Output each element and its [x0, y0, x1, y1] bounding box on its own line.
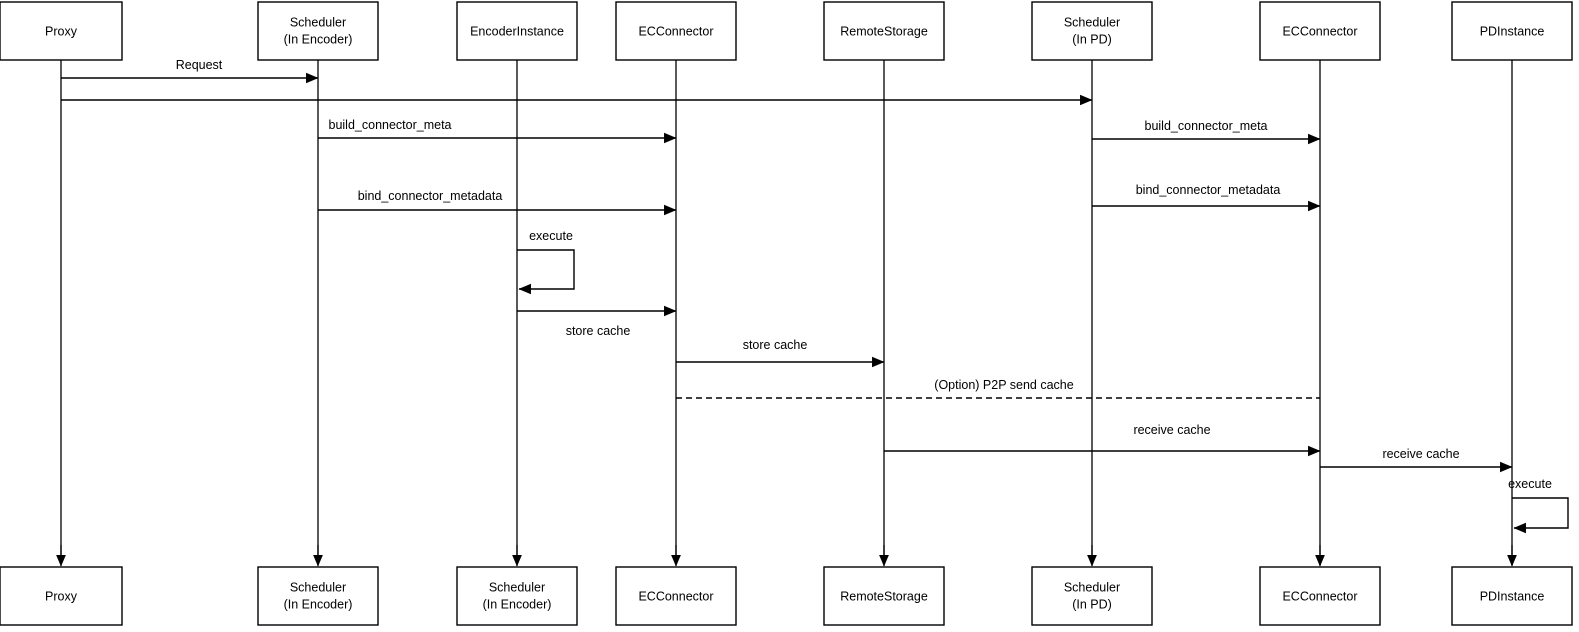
- participant-bottom-ecconnector-2[interactable]: ECConnector: [1259, 566, 1381, 626]
- participant-label-line1: ECConnector: [1282, 24, 1357, 38]
- participant-label-line1: ECConnector: [638, 589, 713, 603]
- message-bind-meta-enc[interactable]: bind_connector_metadata: [318, 189, 677, 216]
- message-store-cache-enc[interactable]: store cache: [517, 305, 677, 338]
- self-loops-layer: execute execute: [517, 229, 1569, 534]
- participant-label-line1: ECConnector: [638, 24, 713, 38]
- participant-top-pdinstance[interactable]: PDInstance: [1451, 1, 1573, 61]
- participant-bottom-ecconnector-1[interactable]: ECConnector: [615, 566, 737, 626]
- message-build-meta-enc[interactable]: build_connector_meta: [318, 118, 677, 144]
- participant-label-line2: (In PD): [1072, 32, 1112, 46]
- participant-label-line1: Scheduler: [290, 15, 346, 29]
- participant-label-line2: (In PD): [1072, 597, 1112, 611]
- participant-label-line1: PDInstance: [1480, 24, 1545, 38]
- message-label-build-meta-enc: build_connector_meta: [329, 118, 452, 132]
- message-label-bind-meta-enc: bind_connector_metadata: [358, 189, 503, 203]
- participant-label-line1: RemoteStorage: [840, 589, 928, 603]
- message-p2p-send-cache[interactable]: (Option) P2P send cache: [676, 378, 1320, 399]
- participant-top-ecconnector-2[interactable]: ECConnector: [1259, 1, 1381, 61]
- participant-label-line2: (In Encoder): [284, 32, 353, 46]
- self-loop-path-execute-encoder: [517, 249, 575, 295]
- participant-label-line1: EncoderInstance: [470, 24, 564, 38]
- participant-label-line2: (In Encoder): [483, 597, 552, 611]
- message-label-p2p-send-cache: (Option) P2P send cache: [934, 378, 1073, 392]
- participant-label-line1: Scheduler: [489, 580, 545, 594]
- participant-top-ecconnector-1[interactable]: ECConnector: [615, 1, 737, 61]
- message-receive-cache-pd[interactable]: receive cache: [1320, 447, 1513, 473]
- self-loop-path-execute-pd: [1512, 497, 1569, 534]
- message-build-meta-pd[interactable]: build_connector_meta: [1092, 119, 1321, 145]
- message-label-store-cache-enc: store cache: [566, 324, 631, 338]
- participant-label-line1: PDInstance: [1480, 589, 1545, 603]
- participant-bottom-encoderinstance[interactable]: Scheduler (In Encoder): [456, 566, 578, 626]
- participant-bottom-proxy[interactable]: Proxy: [0, 566, 123, 626]
- lifelines-layer: [56, 60, 1517, 567]
- self-loop-label-execute-encoder: execute: [529, 229, 573, 243]
- message-request[interactable]: Request: [61, 58, 319, 84]
- participant-top-scheduler-enc[interactable]: Scheduler (In Encoder): [257, 1, 379, 61]
- participant-bottom-remotestorage[interactable]: RemoteStorage: [823, 566, 945, 626]
- participant-top-proxy[interactable]: Proxy: [0, 1, 123, 61]
- participant-bottom-scheduler-enc[interactable]: Scheduler (In Encoder): [257, 566, 379, 626]
- message-label-store-cache-remote: store cache: [743, 338, 808, 352]
- participant-top-remotestorage[interactable]: RemoteStorage: [823, 1, 945, 61]
- message-receive-cache-ec2[interactable]: receive cache: [884, 423, 1321, 457]
- message-bind-meta-pd[interactable]: bind_connector_metadata: [1092, 183, 1321, 212]
- self-loop-execute-pd[interactable]: execute: [1508, 477, 1569, 534]
- self-loop-label-execute-pd: execute: [1508, 477, 1552, 491]
- participant-label-line1: Proxy: [45, 589, 78, 603]
- message-label-receive-cache-ec2: receive cache: [1133, 423, 1210, 437]
- message-label-request: Request: [176, 58, 223, 72]
- participant-label-line1: Scheduler: [1064, 580, 1120, 594]
- message-label-build-meta-pd: build_connector_meta: [1145, 119, 1268, 133]
- messages-layer: Request build_connector_meta build_connect…: [61, 58, 1513, 473]
- self-loop-execute-encoder[interactable]: execute: [517, 229, 575, 295]
- participant-top-encoderinstance[interactable]: EncoderInstance: [456, 1, 578, 61]
- message-label-bind-meta-pd: bind_connector_metadata: [1136, 183, 1281, 197]
- participant-label-line2: (In Encoder): [284, 597, 353, 611]
- participant-bottom-scheduler-pd[interactable]: Scheduler (In PD): [1031, 566, 1153, 626]
- participant-label-line1: RemoteStorage: [840, 24, 928, 38]
- participant-top-scheduler-pd[interactable]: Scheduler (In PD): [1031, 1, 1153, 61]
- participant-label-line1: Proxy: [45, 24, 78, 38]
- message-store-cache-remote[interactable]: store cache: [676, 338, 885, 368]
- participant-bottom-pdinstance[interactable]: PDInstance: [1451, 566, 1573, 626]
- message-label-receive-cache-pd: receive cache: [1382, 447, 1459, 461]
- participant-label-line1: ECConnector: [1282, 589, 1357, 603]
- participant-label-line1: Scheduler: [1064, 15, 1120, 29]
- participant-label-line1: Scheduler: [290, 580, 346, 594]
